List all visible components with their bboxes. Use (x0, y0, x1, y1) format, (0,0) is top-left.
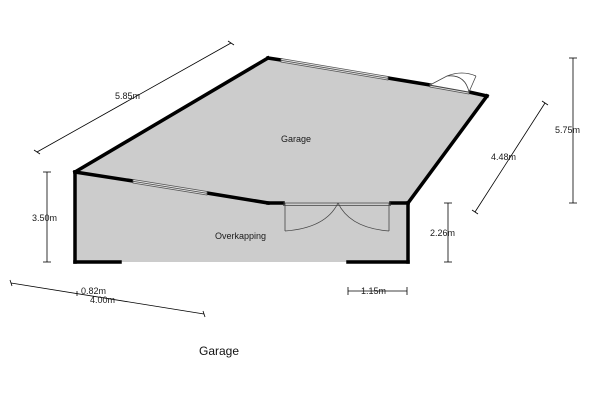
dim-label-bottom-left: 4.00m (90, 295, 115, 305)
dim-label-bottom-left-small: 0.82m (81, 286, 106, 296)
windows (132, 58, 470, 196)
dim-label-right-outer: 5.75m (555, 125, 580, 135)
window-middle (132, 179, 208, 196)
dim-label-door-width: 1.15m (361, 286, 386, 296)
door-swing-top (428, 72, 477, 93)
dimension-lines (9, 40, 577, 318)
window-top (280, 58, 389, 81)
double-door (283, 202, 391, 232)
dim-label-right-lower: 2.26m (430, 228, 455, 238)
walls (72, 55, 490, 264)
room-label-overkapping: Overkapping (215, 231, 266, 241)
overkapping-floor (75, 172, 408, 262)
dim-label-right-diag: 4.48m (491, 152, 516, 162)
garage-floor (75, 58, 487, 203)
dim-label-top: 5.85m (115, 91, 140, 101)
dim-label-left: 3.50m (32, 213, 57, 223)
plan-caption: Garage (199, 344, 240, 358)
room-label-garage: Garage (281, 134, 311, 144)
